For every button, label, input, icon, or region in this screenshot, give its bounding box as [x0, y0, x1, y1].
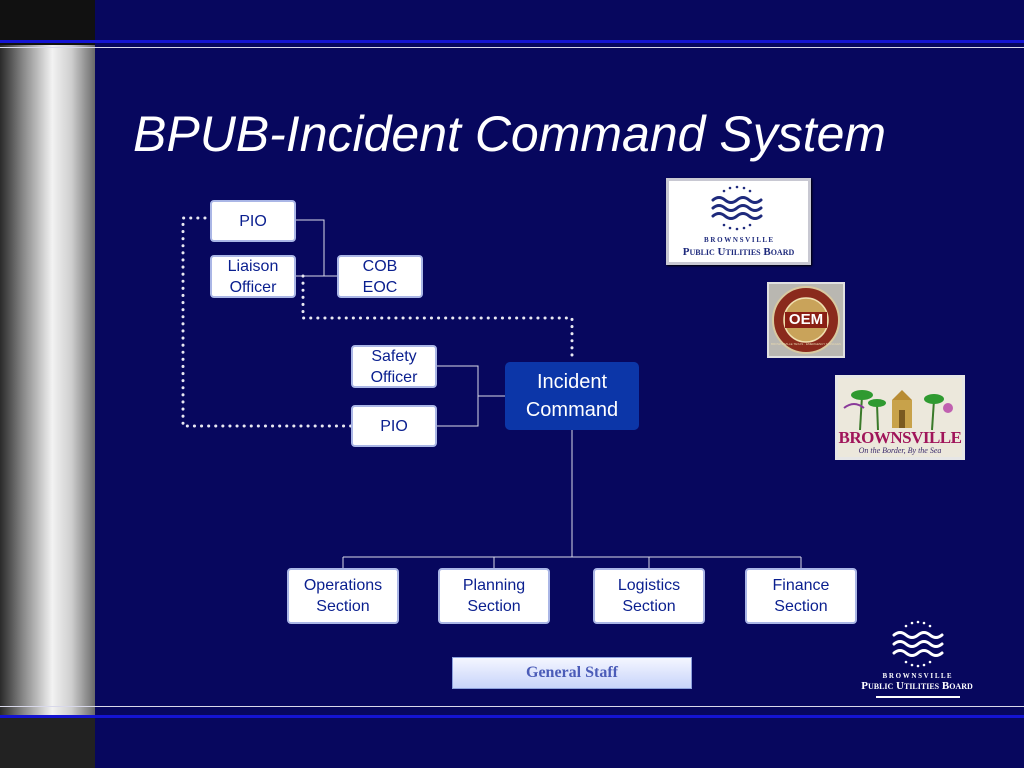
sidebar-top-block — [0, 0, 95, 45]
pio-box-top: PIO — [210, 200, 296, 242]
staff-bracket — [435, 365, 479, 427]
palm-trees-and-building-icon — [843, 390, 953, 431]
liaison-to-command-dotted — [301, 274, 574, 360]
pio-to-cob-connector — [295, 219, 337, 277]
bpub-logo: B R O W N S V I L L E Public Utilities B… — [666, 178, 811, 265]
safety-officer-box: Safety Officer — [351, 345, 437, 388]
top-rule-blue — [0, 40, 1024, 43]
top-pio-to-command-pio-dotted — [181, 216, 354, 428]
bpub-footer-name: Public Utilities Board — [861, 680, 973, 692]
emergency-management-seal-icon — [772, 286, 840, 354]
brownsville-city-logo: BROWNSVILLE On the Border, By the Sea — [835, 375, 965, 460]
operations-section-box: Operations Section — [287, 568, 399, 624]
planning-section-box: Planning Section — [438, 568, 550, 624]
bpub-logo-city: B R O W N S V I L L E — [703, 236, 774, 244]
brownsville-wordmark: BROWNSVILLE — [838, 428, 962, 447]
bpub-footer-logo: B R O W N S V I L L E Public Utilities B… — [848, 620, 986, 702]
water-waves-icon — [711, 185, 763, 231]
pio-box-command: PIO — [351, 405, 437, 447]
oem-seal-text: OEM — [788, 311, 824, 328]
bpub-footer-underline — [876, 696, 960, 698]
incident-command-box: Incident Command — [505, 362, 639, 430]
slide-title: BPUB-Incident Command System — [133, 106, 887, 162]
general-staff-label: General Staff — [452, 657, 692, 689]
bpub-footer-city: B R O W N S V I L L E — [882, 672, 952, 680]
cob-eoc-box: COB EOC — [337, 255, 423, 298]
bpub-logo-name: Public Utilities Board — [682, 246, 795, 258]
water-waves-icon — [892, 620, 944, 668]
logistics-section-box: Logistics Section — [593, 568, 705, 624]
brownsville-tagline: On the Border, By the Sea — [858, 446, 942, 455]
liaison-officer-box: Liaison Officer — [210, 255, 296, 298]
finance-section-box: Finance Section — [745, 568, 857, 624]
bottom-rule-white — [0, 706, 1024, 707]
left-gradient-bar — [0, 0, 95, 768]
bottom-rule-blue — [0, 715, 1024, 718]
oem-seal-ring-text: BROWNSVILLE TEXAS · EMERGENCY MANAGEMENT — [771, 342, 841, 346]
oem-seal-logo: OEM BROWNSVILLE TEXAS · EMERGENCY MANAGE… — [767, 282, 845, 358]
top-rule-white — [0, 47, 1024, 48]
sidebar-bottom-block — [0, 718, 95, 768]
